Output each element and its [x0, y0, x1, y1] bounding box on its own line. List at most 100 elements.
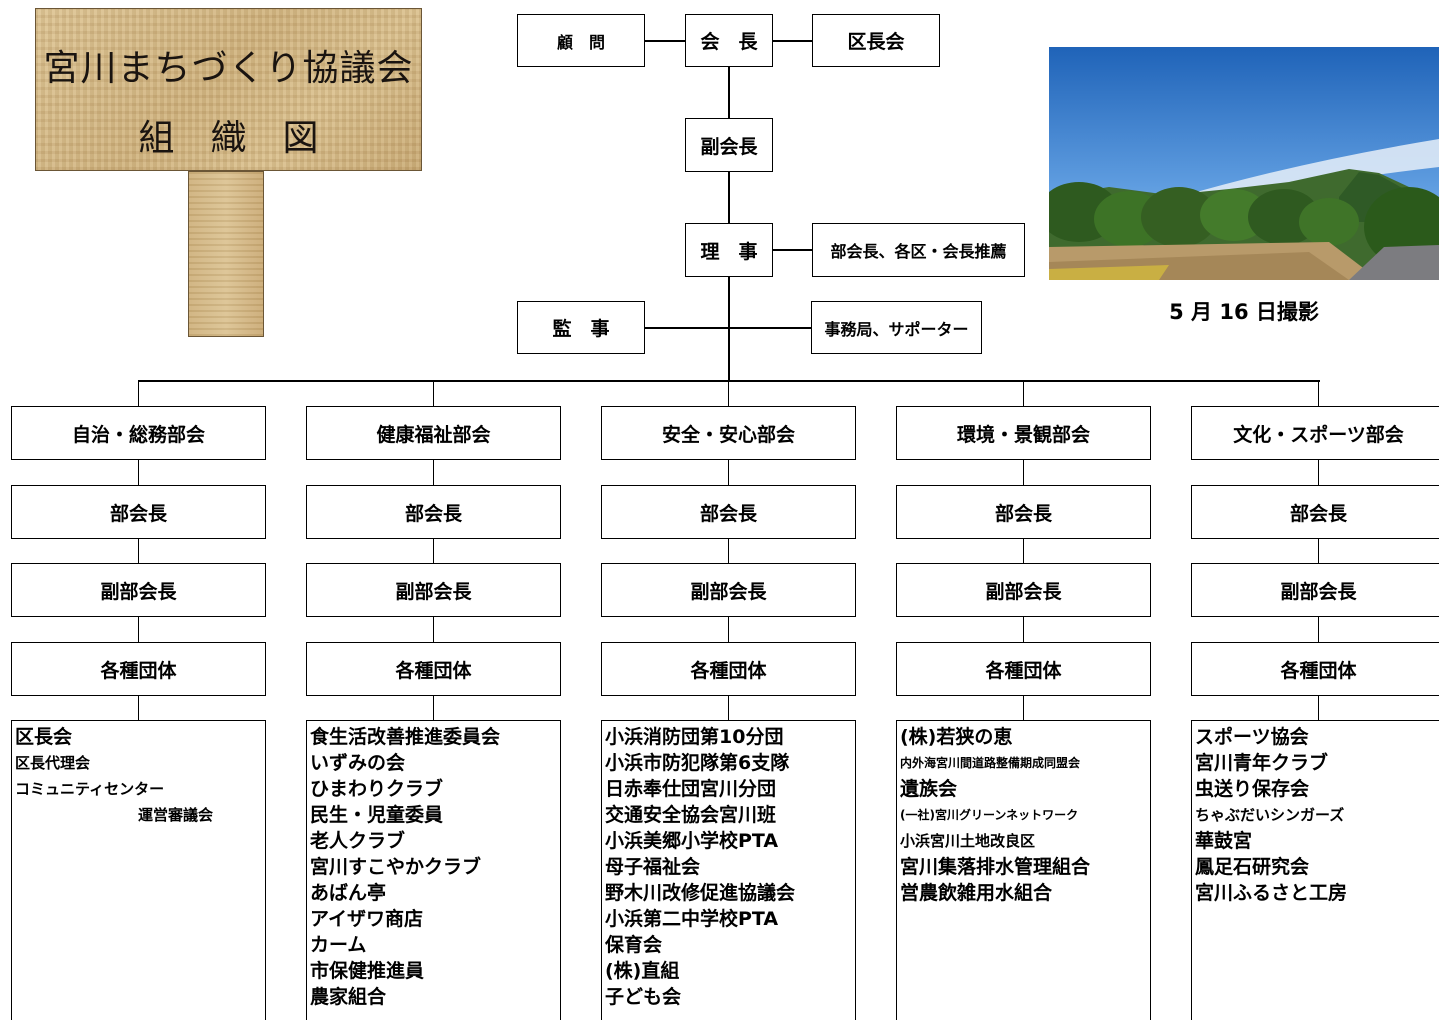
member-item: (一社)宮川グリーンネットワーク	[900, 808, 1079, 822]
member-item: 虫送り保存会	[1195, 778, 1310, 800]
member-item: いずみの会	[310, 752, 406, 774]
member-item: アイザワ商店	[310, 908, 424, 930]
vice-president-box: 副会長	[685, 118, 773, 172]
committee-groups-box: 各種団体	[601, 642, 856, 696]
committee-chair-box: 部会長	[601, 485, 856, 539]
connector	[644, 40, 686, 42]
connector	[1317, 696, 1319, 720]
committee-chair-box: 部会長	[896, 485, 1151, 539]
connector	[432, 380, 434, 407]
committee-name-box: 安全・安心部会	[601, 406, 856, 460]
president-box: 会 長	[685, 14, 773, 67]
sign-subtitle: 組 織 図	[138, 118, 319, 159]
auditor-box: 監 事	[517, 301, 645, 354]
committee-vice-chair-box: 副部会長	[1191, 563, 1439, 617]
member-item: 運営審議会	[138, 806, 214, 824]
member-item: 内外海宮川間道路整備期成同盟会	[900, 756, 1081, 770]
member-item: 農家組合	[310, 986, 387, 1008]
committee-name-box: 自治・総務部会	[11, 406, 266, 460]
member-item: 子ども会	[605, 986, 682, 1008]
member-item: コミュニティセンター	[15, 780, 165, 798]
member-item: スポーツ協会	[1195, 726, 1309, 748]
member-item: 区長代理会	[15, 754, 91, 772]
connector	[728, 67, 730, 118]
connector	[772, 249, 813, 251]
committee-name-box: 環境・景観部会	[896, 406, 1151, 460]
connector	[137, 380, 139, 407]
connector	[1317, 617, 1319, 642]
connector	[1022, 460, 1024, 485]
connector	[1317, 380, 1319, 407]
committee-vice-chair-box: 副部会長	[11, 563, 266, 617]
member-item: 交通安全協会宮川班	[605, 804, 777, 826]
member-item: 宮川集落排水管理組合	[900, 856, 1091, 878]
connector	[644, 327, 811, 329]
committee-groups-box: 各種団体	[896, 642, 1151, 696]
secretariat-box: 事務局、サポーター	[811, 301, 982, 354]
member-list: 区長会区長代理会コミュニティセンター運営審議会	[11, 720, 266, 1020]
member-item: 市保健推進員	[310, 960, 425, 982]
member-item: 鳳足石研究会	[1195, 856, 1310, 878]
connector	[432, 696, 434, 720]
committee-groups-box: 各種団体	[1191, 642, 1439, 696]
connector	[432, 539, 434, 563]
photo-caption: 5 月 16 日撮影	[1169, 300, 1319, 324]
member-list: 小浜消防団第10分団小浜市防犯隊第6支隊日赤奉仕団宮川分団交通安全協会宮川班小浜…	[601, 720, 856, 1020]
member-item: (株)直組	[605, 960, 680, 982]
sign-post	[188, 171, 264, 337]
member-item: ちゃぶだいシンガーズ	[1195, 806, 1345, 824]
member-item: 日赤奉仕団宮川分団	[605, 778, 777, 800]
connector	[728, 171, 730, 224]
connector	[728, 276, 730, 381]
ward-chiefs-box: 区長会	[812, 14, 940, 67]
connector	[727, 380, 729, 407]
committee-groups-box: 各種団体	[11, 642, 266, 696]
committee-chair-box: 部会長	[306, 485, 561, 539]
title-sign: 宮川まちづくり協議会 組 織 図	[35, 8, 422, 171]
member-item: 宮川青年クラブ	[1195, 752, 1329, 774]
member-list: 食生活改善推進委員会いずみの会ひまわりクラブ民生・児童委員老人クラブ宮川すこやか…	[306, 720, 561, 1020]
member-item: 宮川ふるさと工房	[1195, 882, 1348, 904]
member-item: あばん亭	[310, 882, 387, 904]
member-item: (株)若狭の恵	[900, 726, 1013, 748]
connector	[727, 617, 729, 642]
member-item: 遺族会	[900, 778, 958, 800]
directors-box: 理 事	[685, 223, 773, 277]
member-item: 小浜美郷小学校PTA	[605, 830, 779, 852]
member-item: 小浜消防団第10分団	[605, 726, 784, 748]
committee-name-box: 健康福祉部会	[306, 406, 561, 460]
connector	[727, 539, 729, 563]
member-list: スポーツ協会宮川青年クラブ虫送り保存会ちゃぶだいシンガーズ華鼓宮鳳足石研究会宮川…	[1191, 720, 1439, 1020]
connector	[1022, 380, 1024, 407]
connector	[138, 380, 1320, 382]
committee-vice-chair-box: 副部会長	[601, 563, 856, 617]
committee-vice-chair-box: 副部会長	[306, 563, 561, 617]
connector	[772, 40, 813, 42]
committee-vice-chair-box: 副部会長	[896, 563, 1151, 617]
connector	[137, 696, 139, 720]
connector	[1022, 539, 1024, 563]
committee-chair-box: 部会長	[11, 485, 266, 539]
connector	[1022, 617, 1024, 642]
connector	[432, 617, 434, 642]
member-item: 華鼓宮	[1195, 830, 1253, 852]
connector	[432, 460, 434, 485]
member-item: 野木川改修促進協議会	[605, 882, 796, 904]
member-item: カーム	[310, 934, 367, 956]
directors-note-box: 部会長、各区・会長推薦	[812, 223, 1025, 277]
member-item: 小浜市防犯隊第6支隊	[605, 752, 790, 774]
member-list: (株)若狭の恵内外海宮川間道路整備期成同盟会遺族会 (一社)宮川グリーンネットワー…	[896, 720, 1151, 1020]
landscape-photo	[1049, 47, 1439, 280]
connector	[727, 460, 729, 485]
committee-groups-box: 各種団体	[306, 642, 561, 696]
connector	[137, 617, 139, 642]
connector	[137, 460, 139, 485]
member-item: 民生・児童委員	[310, 804, 444, 826]
advisor-box: 顧 問	[517, 14, 645, 67]
member-item: ひまわりクラブ	[310, 778, 444, 800]
connector	[137, 539, 139, 563]
committee-name-box: 文化・スポーツ部会	[1191, 406, 1439, 460]
connector	[1317, 539, 1319, 563]
member-item: 老人クラブ	[310, 830, 406, 852]
member-item: 保育会	[605, 934, 663, 956]
